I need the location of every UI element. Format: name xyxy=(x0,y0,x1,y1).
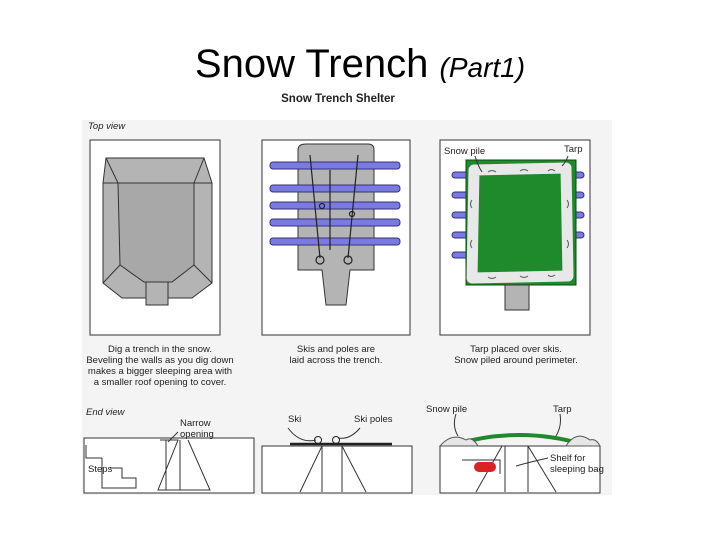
pole-basket-4 xyxy=(348,210,356,218)
narrow-opening-line-2: opening xyxy=(180,429,214,440)
narrow-opening-label: Narrow opening xyxy=(180,418,214,440)
ski-1 xyxy=(269,161,401,170)
tarp-top-pointer xyxy=(561,155,569,167)
caption-3: Tarp placed over skis. Snow piled around… xyxy=(436,344,596,366)
snow-pile-marks xyxy=(470,169,569,279)
end-view-label: End view xyxy=(86,407,125,418)
snow-pile-border xyxy=(466,162,574,284)
end-view-3-snow xyxy=(439,445,601,494)
sleeping-bag xyxy=(474,462,496,472)
shelf-line-2: sleeping bag xyxy=(550,464,604,475)
snow-pile-top-pointer xyxy=(474,155,483,173)
slide-title: Snow Trench (Part1) xyxy=(0,42,720,87)
caption-1-line-4: a smaller roof opening to cover. xyxy=(93,377,227,388)
panel-1-trench-top-view xyxy=(89,139,221,336)
caption-1-line-1: Dig a trench in the snow. xyxy=(107,344,213,355)
tarp xyxy=(465,159,577,286)
trench-floor xyxy=(117,182,195,283)
narrow-opening-line-1: Narrow xyxy=(180,418,211,429)
narrow-opening-pointer xyxy=(167,431,179,443)
entrance xyxy=(504,284,530,311)
caption-2: Skis and poles are laid across the trenc… xyxy=(262,344,410,366)
snow-pile-right xyxy=(565,435,601,447)
caption-3-line-1: Tarp placed over skis. xyxy=(470,344,562,355)
snow-pile-end-label: Snow pile xyxy=(426,404,468,415)
panel-2-skis-top-view xyxy=(261,139,411,336)
snow-pile-left xyxy=(438,436,479,447)
pole-2 xyxy=(347,154,359,259)
end-view-1-snow xyxy=(83,437,255,494)
end-view-3-tarp xyxy=(438,413,601,494)
caption-1-line-2: Beveling the walls as you dig down xyxy=(86,355,234,366)
pole-basket-3 xyxy=(318,202,326,210)
ski-2 xyxy=(269,184,401,193)
end-view-2-skis xyxy=(261,427,413,494)
ski-3 xyxy=(269,201,401,210)
ski-poles xyxy=(309,154,359,265)
pole-end-2 xyxy=(332,436,340,444)
ski-5 xyxy=(269,237,401,246)
figure-title: Snow Trench Shelter xyxy=(281,93,395,105)
skis xyxy=(269,161,401,246)
ski-label: Ski xyxy=(288,414,302,425)
top-view-label: Top view xyxy=(88,121,126,132)
caption-3-line-2: Snow piled around perimeter. xyxy=(454,355,578,366)
ski-4 xyxy=(269,218,401,227)
title-part: (Part1) xyxy=(439,52,526,83)
caption-1-line-3: makes a bigger sleeping area with xyxy=(87,366,233,377)
tarp-end-label: Tarp xyxy=(553,404,572,415)
caption-1: Dig a trench in the snow. Beveling the w… xyxy=(70,344,250,388)
end-view-1-trench xyxy=(83,437,255,494)
shelf-line-1: Shelf for xyxy=(550,453,586,464)
ski-poles-label: Ski poles xyxy=(354,414,393,425)
shelf xyxy=(462,459,501,474)
caption-2-line-1: Skis and poles are xyxy=(296,344,376,355)
end-view-2-snow xyxy=(261,445,413,494)
trench-entrance xyxy=(145,281,169,306)
steps-label: Steps xyxy=(88,464,113,475)
trench-section xyxy=(157,439,211,491)
steps-outline xyxy=(101,458,137,489)
panel-3-tarp-top-view xyxy=(439,139,591,336)
pole-basket-2 xyxy=(343,255,353,265)
tarp-top-label: Tarp xyxy=(564,144,583,155)
trench-section-2 xyxy=(299,445,367,493)
pole-1 xyxy=(309,154,321,259)
ski-pointer xyxy=(287,427,317,442)
snow-pile-pointer xyxy=(453,413,459,437)
snow-pile-top-label: Snow pile xyxy=(444,146,486,157)
shelf-label: Shelf for sleeping bag xyxy=(550,453,604,475)
pole-basket-1 xyxy=(315,255,325,265)
pole-pointer xyxy=(337,427,361,439)
caption-2-line-2: laid across the trench. xyxy=(289,355,383,366)
title-main: Snow Trench xyxy=(194,42,429,86)
tarp-pointer xyxy=(555,413,561,437)
shelf-pointer xyxy=(515,457,549,467)
